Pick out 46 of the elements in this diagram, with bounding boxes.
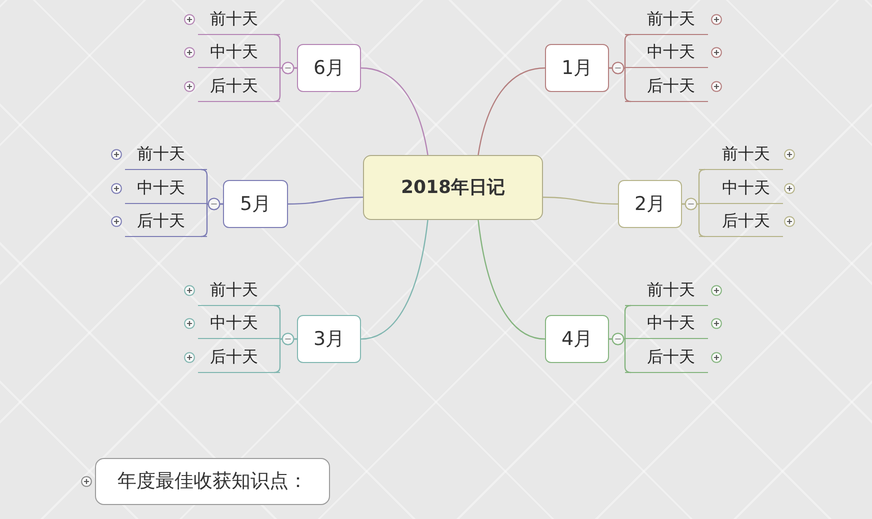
branch-line (288, 196, 364, 205)
central-topic-box (363, 155, 543, 220)
subtopic-label: 中十天 (210, 42, 258, 62)
branch-line (274, 332, 297, 374)
branch-line (609, 332, 632, 374)
topic-label: 5月 (240, 192, 272, 216)
branch-line (478, 67, 546, 156)
central-topic-label: 2018年日记 (400, 176, 506, 198)
subtopic-label: 前十天 (137, 144, 185, 164)
topic-box (297, 44, 361, 92)
subtopic-label: 后十天 (647, 76, 695, 96)
subtopic-label: 后十天 (137, 211, 185, 231)
subtopic-label: 中十天 (137, 178, 185, 198)
branch-line (360, 220, 428, 340)
subtopic-label: 前十天 (210, 280, 258, 300)
floating-topic-label: 年度最佳收获知识点： (118, 470, 308, 493)
subtopic-label: 中十天 (647, 313, 695, 333)
topic-label: 2月 (634, 192, 666, 216)
topic-box (223, 180, 288, 228)
subtopic-label: 后十天 (722, 211, 770, 231)
subtopic-label: 中十天 (210, 313, 258, 333)
topic-label: 6月 (313, 56, 345, 80)
subtopic-label: 后十天 (647, 347, 695, 367)
branch-line (274, 62, 297, 102)
subtopic-label: 前十天 (722, 144, 770, 164)
branch-line (609, 62, 632, 102)
subtopic-label: 前十天 (647, 280, 695, 300)
subtopic-label: 前十天 (647, 9, 695, 29)
topic-label: 3月 (313, 328, 345, 350)
topic-box (297, 315, 361, 363)
branch-line (478, 220, 546, 340)
topic-box (618, 180, 682, 228)
branch-line (200, 198, 223, 238)
branch-line (542, 196, 618, 205)
topic-box (545, 44, 609, 92)
subtopic-label: 中十天 (647, 42, 695, 62)
subtopic-label: 前十天 (210, 9, 258, 29)
branch-line (360, 67, 428, 156)
subtopic-label: 后十天 (210, 76, 258, 96)
subtopic-label: 中十天 (722, 178, 770, 198)
subtopic-label: 后十天 (210, 347, 258, 367)
topic-label: 4月 (561, 328, 593, 350)
topic-box (545, 315, 609, 363)
topic-label: 1月 (561, 56, 593, 80)
floating-topic-box (95, 458, 330, 505)
branch-line (682, 198, 706, 238)
